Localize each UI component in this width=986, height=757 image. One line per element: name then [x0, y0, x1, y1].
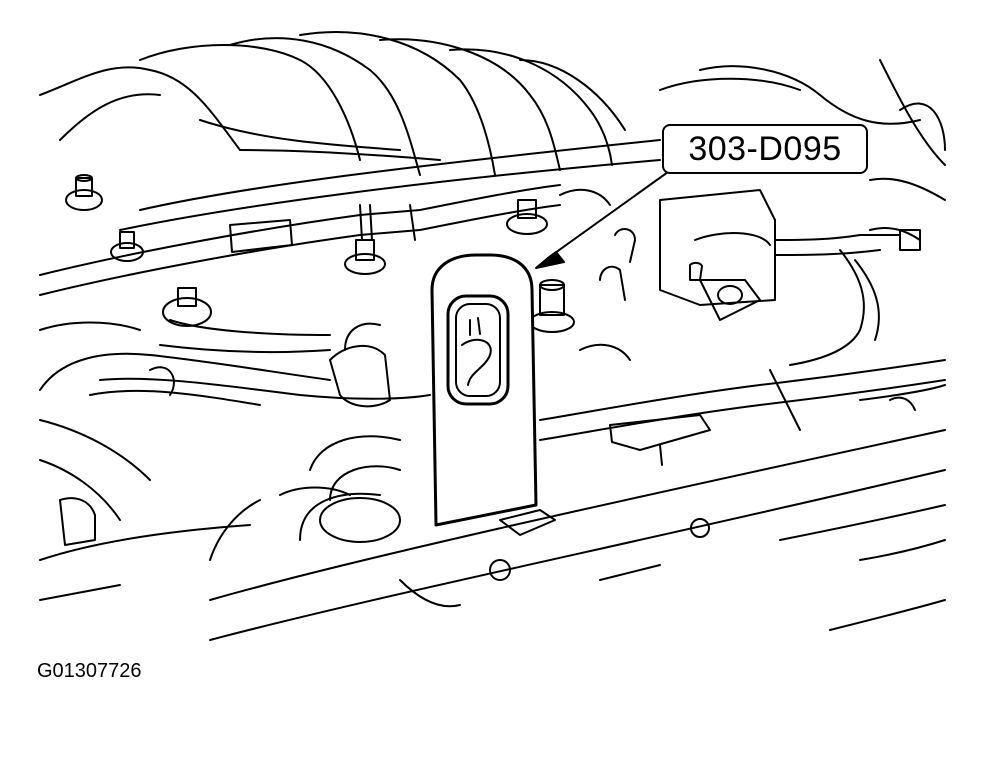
special-tool-303-D095 — [432, 255, 536, 525]
stud-left-2 — [111, 232, 143, 261]
tool-number-label: 303-D095 — [688, 130, 842, 168]
figure-id-label: G01307726 — [37, 660, 142, 682]
intake-manifold-runners — [40, 32, 660, 230]
stud-mid-2 — [507, 200, 547, 234]
oil-filter-housing — [210, 436, 400, 560]
callout-arrow — [536, 172, 668, 268]
stud-left-3 — [163, 288, 211, 326]
stud-right-1 — [530, 280, 574, 332]
valve-cover-frame — [210, 430, 945, 640]
stud-left-1 — [66, 175, 102, 210]
tool-slot — [448, 296, 508, 404]
stud-mid-1 — [345, 205, 385, 274]
fuel-rail-hose — [40, 185, 610, 295]
manifold-studs — [66, 175, 574, 332]
lower-manifold — [40, 320, 430, 600]
right-brackets — [540, 229, 945, 465]
tool-callout-box: 303-D095 — [662, 124, 868, 174]
upper-right-components — [660, 60, 945, 365]
